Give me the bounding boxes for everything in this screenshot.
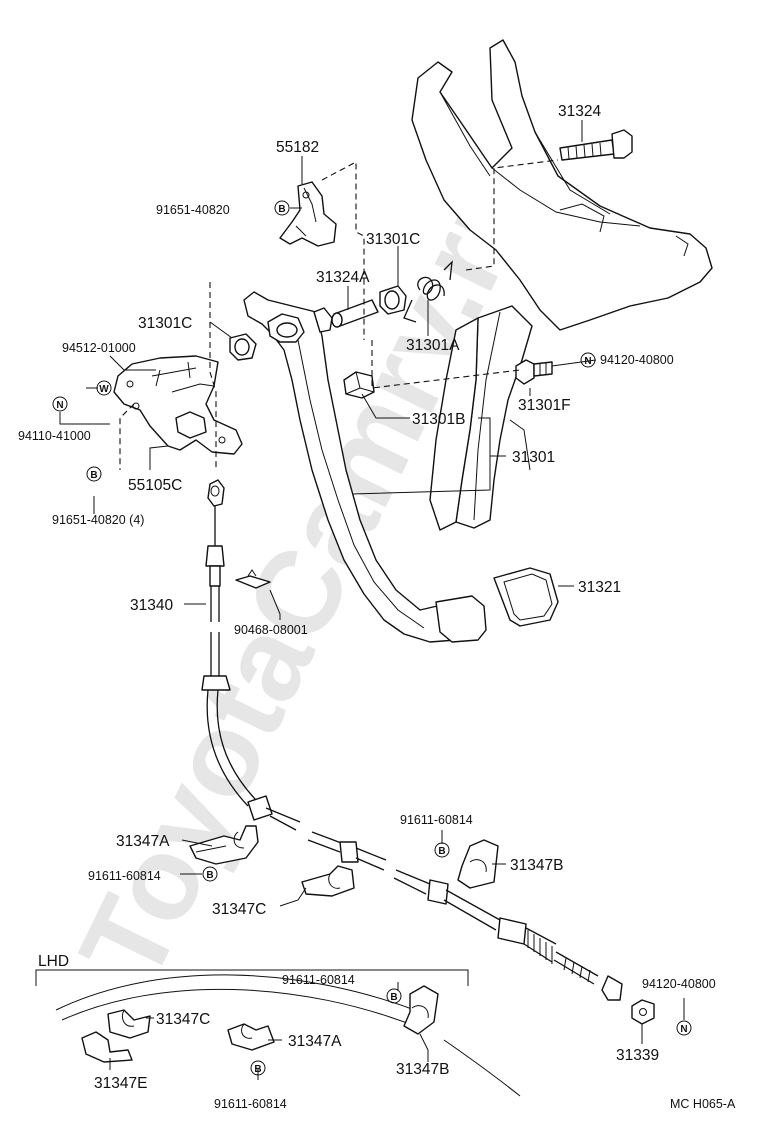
bushing-31301c-top bbox=[379, 285, 407, 315]
svg-text:N: N bbox=[56, 400, 63, 411]
lhd-section bbox=[35, 969, 521, 1097]
svg-text:N: N bbox=[680, 1024, 687, 1035]
label-31324: 31324 bbox=[558, 103, 601, 120]
clamp-31347b-top bbox=[457, 839, 499, 889]
label-31301a: 31301A bbox=[406, 337, 460, 354]
svg-text:B: B bbox=[254, 1064, 261, 1075]
label-31347a-lhd: 31347A bbox=[288, 1033, 342, 1050]
symbol-bolt-b: B bbox=[86, 466, 102, 482]
svg-text:W: W bbox=[99, 384, 109, 395]
label-94110-41000: 94110-41000 bbox=[18, 429, 91, 443]
pedal-bracket bbox=[411, 39, 713, 531]
symbol-nut-a: N bbox=[52, 396, 68, 412]
label-31301f: 31301F bbox=[518, 397, 571, 414]
label-31347b-lhd: 31347B bbox=[396, 1061, 449, 1078]
label-90468-08001: 90468-08001 bbox=[234, 623, 308, 637]
label-91611-60814-a: 91611-60814 bbox=[400, 813, 473, 827]
symbol-bolt-e: B bbox=[386, 988, 402, 1004]
clamp-31347a-lhd bbox=[227, 1023, 275, 1051]
label-55105c: 55105C bbox=[128, 477, 182, 494]
nut-31339 bbox=[631, 999, 655, 1025]
clip-90468 bbox=[235, 569, 271, 589]
symbol-bolt-f: B bbox=[250, 1060, 266, 1076]
symbol-washer-a: W bbox=[96, 380, 112, 396]
bracket-55105c bbox=[113, 355, 243, 455]
label-31340: 31340 bbox=[130, 597, 173, 614]
clamp-31347e-lhd bbox=[81, 1031, 133, 1063]
label-31301c-left: 31301C bbox=[138, 315, 192, 332]
label-91611-60814-c: 91611-60814 bbox=[282, 973, 355, 987]
label-31347c-lhd: 31347C bbox=[156, 1011, 210, 1028]
clamp-31347c-top bbox=[301, 865, 355, 897]
label-91651-40820-top: 91651-40820 bbox=[156, 203, 230, 217]
label-31324a: 31324A bbox=[316, 269, 370, 286]
bushing-31324a bbox=[331, 299, 379, 328]
label-31301b: 31301B bbox=[412, 411, 465, 428]
label-55182: 55182 bbox=[276, 139, 319, 156]
label-31347b-top: 31347B bbox=[510, 857, 563, 874]
label-91651-40820-bottom: 91651-40820 (4) bbox=[52, 513, 144, 527]
label-94120-40800-top: 94120-40800 bbox=[600, 353, 674, 367]
label-94512-01000: 94512-01000 bbox=[62, 341, 136, 355]
svg-text:B: B bbox=[278, 204, 285, 215]
svg-text:B: B bbox=[390, 992, 397, 1003]
svg-text:B: B bbox=[438, 846, 445, 857]
leader-lines bbox=[59, 120, 685, 1080]
label-31321: 31321 bbox=[578, 579, 621, 596]
symbol-nut-b: N bbox=[580, 352, 596, 368]
stopper-31301b bbox=[343, 371, 375, 399]
clamp-31347a-top bbox=[189, 825, 259, 865]
label-31347a-top: 31347A bbox=[116, 833, 170, 850]
svg-text:B: B bbox=[90, 470, 97, 481]
label-91611-60814-d: 91611-60814 bbox=[214, 1097, 287, 1111]
label-31347c-top: 31347C bbox=[212, 901, 266, 918]
bolt-31324 bbox=[559, 129, 633, 161]
return-spring-31301a bbox=[403, 260, 453, 323]
symbol-bolt-c: B bbox=[434, 842, 450, 858]
label-31347e: 31347E bbox=[94, 1075, 147, 1092]
svg-text:N: N bbox=[584, 356, 591, 367]
figure-code: MC H065-A bbox=[670, 1097, 736, 1111]
pedal-pad-31321 bbox=[493, 567, 559, 627]
label-31301c-top: 31301C bbox=[366, 231, 420, 248]
part-labels: 31324 55182 91651-40820 31301C 31324A 31… bbox=[18, 103, 736, 1111]
brake-pedal-arm-31301 bbox=[243, 291, 487, 643]
label-91611-60814-b: 91611-60814 bbox=[88, 869, 161, 883]
svg-text:B: B bbox=[206, 870, 213, 881]
bracket-55182 bbox=[279, 181, 337, 247]
label-31301: 31301 bbox=[512, 449, 555, 466]
cable-31340 bbox=[201, 479, 623, 1001]
symbol-bolt-a: B bbox=[274, 200, 290, 216]
clamp-31347b-lhd bbox=[403, 985, 439, 1035]
assembly-lines bbox=[119, 159, 559, 470]
symbol-nut-c: N bbox=[676, 1020, 692, 1036]
label-lhd: LHD bbox=[38, 953, 69, 970]
symbol-bolt-d: B bbox=[202, 866, 218, 882]
clamp-31347c-lhd bbox=[107, 1009, 151, 1039]
label-31339: 31339 bbox=[616, 1047, 659, 1064]
bolt-31301f bbox=[515, 359, 553, 385]
label-94120-40800-bottom: 94120-40800 bbox=[642, 977, 716, 991]
bushing-31301c-left bbox=[229, 333, 257, 361]
